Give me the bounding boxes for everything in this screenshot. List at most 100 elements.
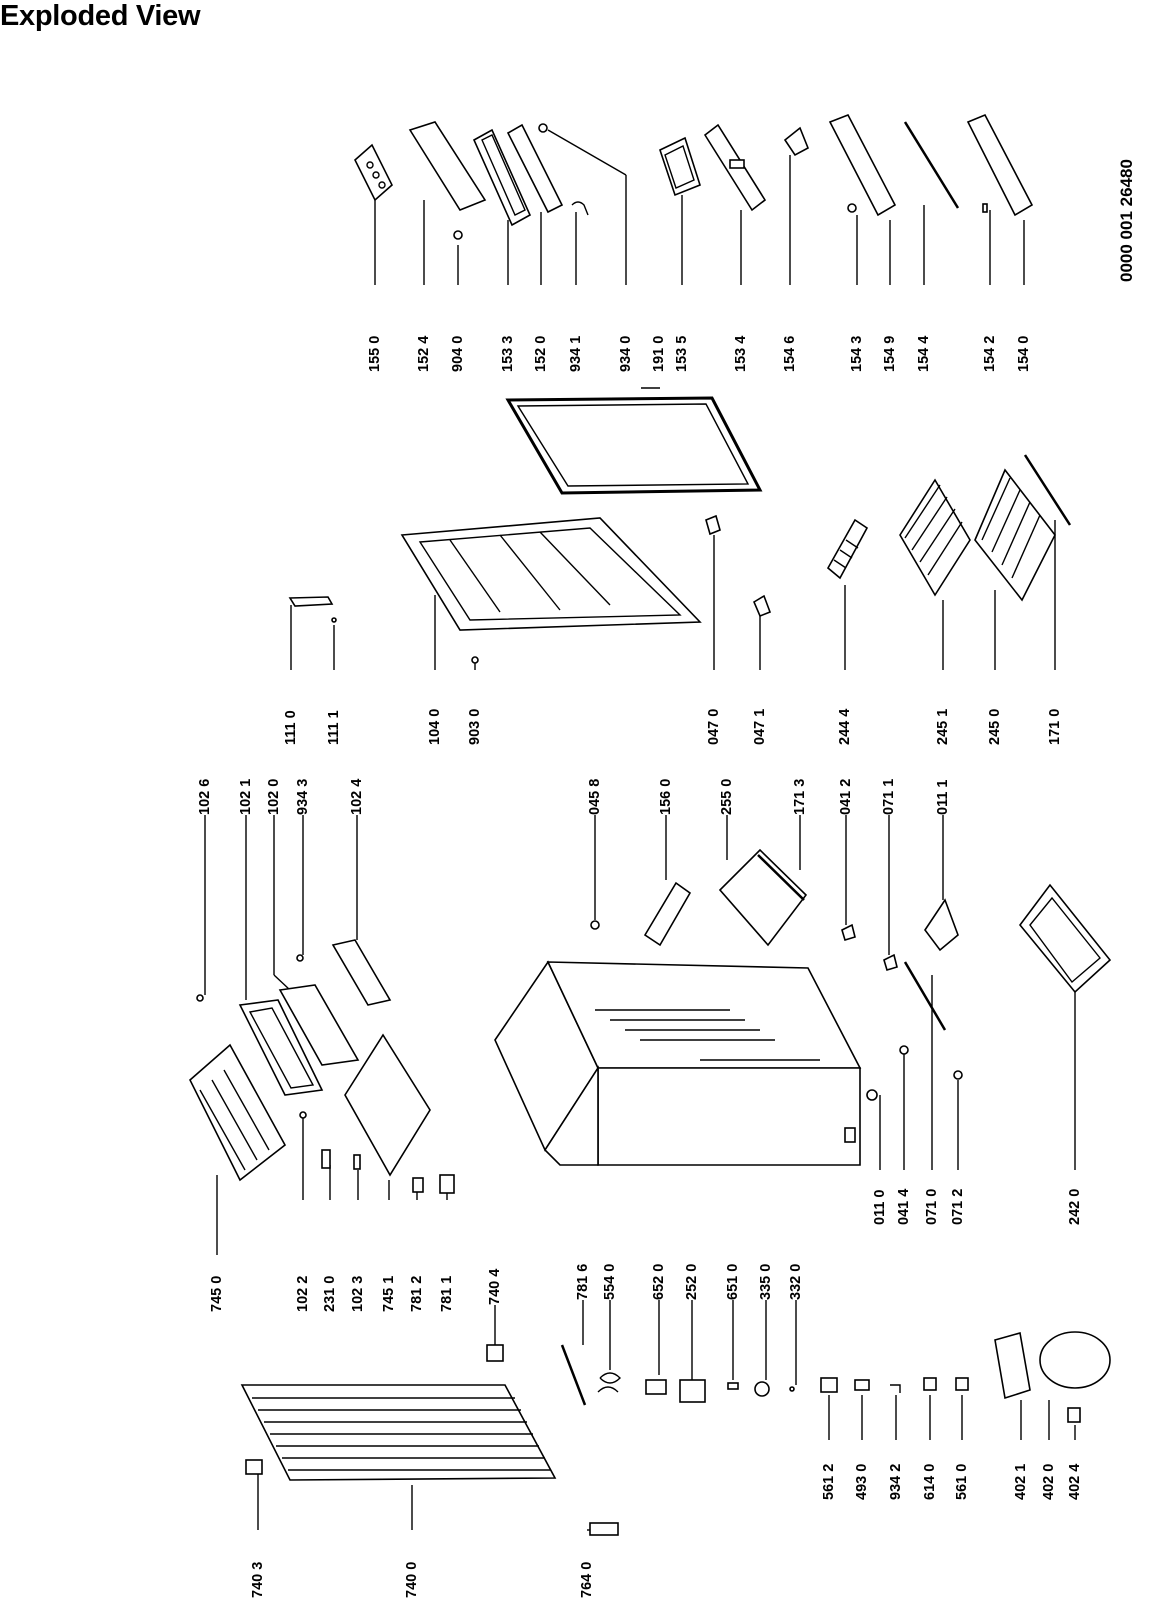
part-label-0412: 041 2: [838, 778, 854, 815]
condenser-7400: [240, 1384, 557, 1481]
part-label-6140: 614 0: [922, 1463, 938, 1500]
egg-tray-shape: [354, 143, 393, 202]
part-label-1710: 171 0: [1047, 708, 1063, 745]
part-label-9343: 934 3: [295, 778, 311, 815]
part-label-3320: 332 0: [788, 1263, 804, 1300]
part-label-7403: 740 3: [250, 1561, 266, 1598]
part-label-1023: 102 3: [350, 1275, 366, 1312]
part-label-2420: 242 0: [1067, 1188, 1083, 1225]
part-label-0111: 011 1: [935, 779, 951, 816]
compressor-4020: [994, 1331, 1111, 1400]
part-label-1110: 111 0: [283, 710, 299, 745]
cabinet-parts: [590, 848, 1112, 1143]
evaporator-7450: [189, 1043, 287, 1182]
part-label-1040: 104 0: [427, 708, 443, 745]
part-label-1524: 152 4: [416, 335, 432, 372]
part-label-2444: 244 4: [837, 708, 853, 745]
cabinet-body-shape: [494, 960, 862, 1166]
part-label-4930: 493 0: [854, 1463, 870, 1500]
screw-9340: [538, 123, 548, 133]
part-label-1540: 154 0: [1016, 335, 1032, 372]
part-label-7404: 740 4: [487, 1268, 503, 1305]
part-label-0471: 047 1: [752, 708, 768, 745]
part-label-0711: 071 1: [881, 778, 897, 815]
leader-lines: [204, 129, 1076, 1531]
part-label-0710: 071 0: [924, 1188, 940, 1225]
wire-shelves: [826, 454, 1072, 602]
ice-tray-1560: [643, 881, 692, 947]
rod-1544: [903, 121, 960, 209]
page-title: Exploded View: [0, 0, 201, 32]
frame-1021: [238, 999, 324, 1096]
part-label-9040: 904 0: [450, 335, 466, 372]
small-bin: [659, 136, 701, 197]
part-label-1535: 153 5: [674, 335, 690, 372]
part-label-0712: 071 2: [950, 1188, 966, 1225]
part-label-1026: 102 6: [197, 778, 213, 815]
part-label-1533: 153 3: [500, 335, 516, 372]
plate-1024: [331, 939, 392, 1006]
part-label-9342: 934 2: [888, 1463, 904, 1500]
crisper-2420: [1018, 883, 1112, 994]
door-gasket-shape: [505, 396, 763, 495]
tray-7451: [344, 1033, 431, 1177]
part-label-1534: 153 4: [733, 335, 749, 372]
door-shelf-narrow: [506, 123, 564, 214]
shelf-2444: [826, 518, 869, 580]
part-label-2310: 231 0: [322, 1275, 338, 1312]
part-label-0414: 041 4: [896, 1188, 912, 1225]
part-label-4021: 402 1: [1013, 1463, 1029, 1500]
door-parts: [354, 113, 1034, 240]
part-label-2520: 252 0: [684, 1263, 700, 1300]
part-label-7811: 781 1: [439, 1275, 455, 1312]
part-label-1022: 102 2: [295, 1275, 311, 1312]
part-label-5612: 561 2: [821, 1463, 837, 1500]
hinge-0111: [924, 898, 959, 952]
rail-0710: [903, 961, 947, 1031]
part-label-1550: 155 0: [367, 335, 383, 372]
part-label-1544: 154 4: [916, 335, 932, 372]
part-label-9341: 934 1: [568, 335, 584, 372]
part-label-7816: 781 6: [575, 1263, 591, 1300]
door-shelf-deep: [472, 128, 532, 227]
part-label-1543: 154 3: [849, 335, 865, 372]
part-label-3350: 335 0: [758, 1263, 774, 1300]
part-label-9340: 934 0: [618, 335, 634, 372]
part-label-1713: 171 3: [792, 778, 808, 815]
part-label-2451: 245 1: [935, 708, 951, 745]
part-label-4024: 402 4: [1067, 1463, 1083, 1500]
rail-1713: [757, 854, 805, 901]
condenser-area: [240, 1331, 1111, 1536]
door-panel-shape: [288, 514, 772, 664]
part-label-1520: 152 0: [533, 335, 549, 372]
bottle-rail-1540a: [828, 113, 897, 217]
part-label-1546: 154 6: [782, 335, 798, 372]
part-label-7400: 740 0: [404, 1561, 420, 1598]
freezer-parts: [189, 939, 455, 1194]
part-label-1020: 102 0: [266, 778, 282, 815]
clip-1546: [783, 126, 810, 157]
part-label-1910: 191 0: [651, 335, 667, 372]
part-label-1111: 111 1: [326, 710, 342, 745]
shelf-2451: [899, 478, 971, 597]
part-label-2550: 255 0: [719, 778, 735, 815]
bottle-holder: [703, 123, 767, 212]
part-label-1560: 156 0: [658, 778, 674, 815]
part-label-7450: 745 0: [209, 1275, 225, 1312]
part-label-5540: 554 0: [602, 1263, 618, 1300]
part-label-2450: 245 0: [987, 708, 1003, 745]
part-label-6510: 651 0: [725, 1263, 741, 1300]
bracket-9341: [571, 201, 589, 216]
part-label-1542: 154 2: [982, 335, 998, 372]
part-label-0110: 011 0: [872, 1189, 888, 1226]
part-label-5610: 561 0: [954, 1463, 970, 1500]
part-label-7451: 745 1: [381, 1275, 397, 1312]
part-label-1021: 102 1: [238, 778, 254, 815]
rail-1710: [1023, 454, 1072, 526]
part-label-9030: 903 0: [467, 708, 483, 745]
part-label-7812: 781 2: [409, 1275, 425, 1312]
screw-9040: [453, 230, 463, 240]
part-label-0458: 045 8: [587, 778, 603, 815]
part-label-6520: 652 0: [651, 1263, 667, 1300]
